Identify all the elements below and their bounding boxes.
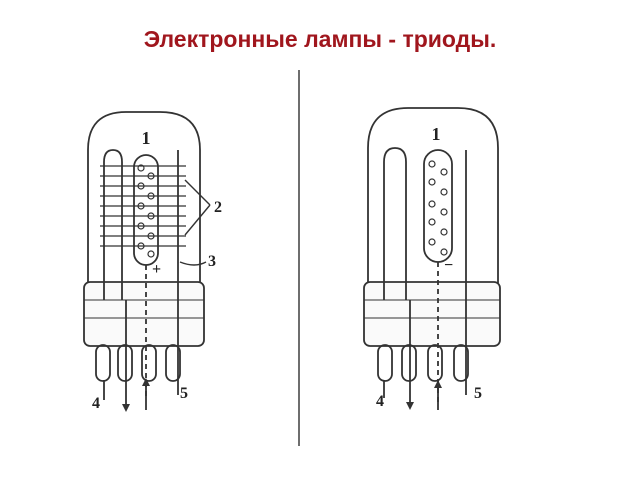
arrow-up-icon [142,378,150,386]
label-lead-left: 4 [92,395,100,412]
cathode [423,149,453,263]
heater-filament [103,149,123,300]
pin [427,344,443,382]
arrow-down-icon [406,402,414,410]
pin [141,344,157,382]
plus-sign: + [152,261,161,278]
label-lead-right: 5 [180,385,188,402]
glass-bulb [367,107,499,300]
arrow-up-icon [434,380,442,388]
pin [95,344,111,382]
divider-line [298,70,300,446]
label-lead-left: 4 [376,393,384,410]
label-anode: 3 [208,253,216,270]
heater-filament [383,147,407,300]
pin [377,344,393,382]
glass-bulb [87,111,201,300]
label-grid: 2 [214,199,222,216]
minus-sign: − [444,257,453,274]
pin [117,344,133,382]
label-bulb: 1 [142,128,151,148]
cathode-coil [428,160,448,256]
pin [401,344,417,382]
label-lead-right: 5 [474,385,482,402]
arrow-down-icon [122,404,130,412]
slide-title: Электронные лампы - триоды. [143,26,497,52]
control-grid [100,165,186,247]
pin [165,344,181,382]
cathode-coil [137,164,155,258]
label-bulb: 1 [432,124,441,144]
pin [453,344,469,382]
